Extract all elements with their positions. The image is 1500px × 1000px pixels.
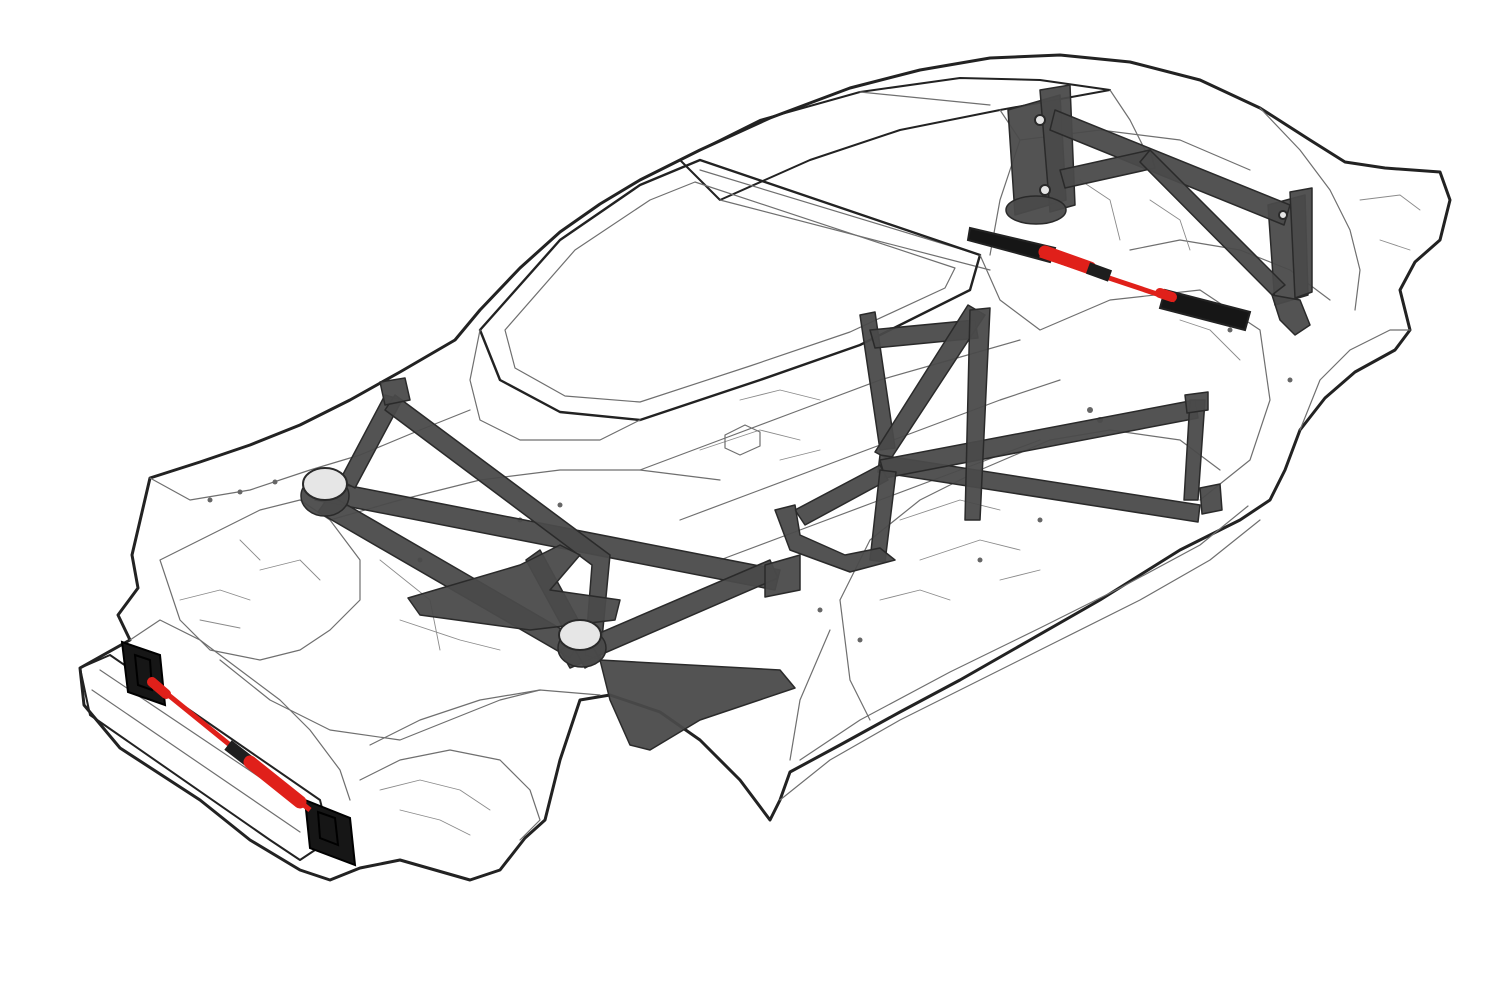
rear-brace-end-plate — [1199, 483, 1223, 515]
rear-subframe-brace-icon — [774, 304, 1223, 573]
rear-tower-left-foot — [1005, 195, 1067, 225]
rear-strut-bar-icon — [966, 226, 1252, 332]
bushing-top — [558, 619, 602, 651]
front-door-lower — [789, 599, 871, 761]
engine-bay-detail — [179, 539, 501, 651]
rear-deck-edge — [1259, 107, 1361, 311]
rear-brace-beam — [964, 307, 991, 521]
body-detail-holes — [207, 327, 1293, 643]
rear-brace-end-plate — [1184, 391, 1209, 414]
hole — [237, 489, 243, 495]
front-bar-red-end — [147, 677, 171, 699]
left-sill — [369, 689, 601, 746]
car-body-shell-outline — [78, 53, 1452, 882]
rear-tower-brace-icon — [1005, 84, 1313, 336]
floor-ribs — [699, 389, 1041, 601]
hole — [1287, 377, 1293, 383]
rear-bar-red-sleeve — [1038, 245, 1097, 275]
rear-quarter-detail — [1079, 179, 1421, 361]
front-brace-end-tab — [764, 554, 801, 598]
engine-bay-floor — [219, 659, 541, 741]
front-bumper-beam — [79, 654, 331, 861]
hole — [977, 557, 983, 563]
hole — [272, 479, 278, 485]
rear-brace-beam — [879, 399, 1199, 479]
hole — [1227, 327, 1233, 333]
rear-brace-u-bracket — [774, 504, 896, 573]
hole — [857, 637, 863, 643]
transmission-tunnel — [639, 339, 1021, 471]
hole — [1037, 517, 1043, 523]
right-door-opening — [979, 254, 1271, 501]
hole — [817, 607, 823, 613]
seat-mount-block — [724, 424, 761, 456]
rear-bar-red-end — [1155, 288, 1177, 302]
rear-tower-bolt — [1034, 114, 1046, 126]
rear-tower-diagonal — [1059, 149, 1156, 189]
rear-tower-diagonal — [1139, 149, 1286, 296]
left-a-pillar — [469, 329, 641, 441]
rear-bar-black-collar — [1085, 262, 1113, 282]
right-sill — [779, 519, 1261, 801]
rear-bar-left-mount — [966, 226, 1057, 264]
rear-tower-bolt — [1039, 184, 1051, 196]
body-outer-silhouette — [78, 53, 1452, 882]
right-front-tower-detail — [379, 779, 491, 836]
rear-tower-right-flange — [1289, 187, 1313, 299]
right-front-strut-tower — [359, 749, 541, 841]
rear-tower-cross-bar — [1049, 109, 1291, 226]
hole — [1087, 407, 1093, 413]
bushing-top — [302, 467, 348, 501]
front-subframe-brace-icon — [300, 377, 801, 751]
front-brace-bushing-right — [557, 619, 607, 668]
front-brace-end-tab — [379, 377, 411, 406]
rear-tower-right-hook — [1271, 294, 1311, 336]
hole — [557, 502, 563, 508]
engine-bay-rim — [159, 499, 361, 661]
rear-tower-bolt — [1278, 210, 1288, 220]
front-brace-lower-plate — [599, 659, 796, 751]
front-strut-bar-icon — [120, 640, 357, 867]
rear-brace-beam — [794, 464, 889, 526]
front-bar-red-sleeve — [243, 755, 307, 809]
front-brace-bushing-left — [300, 467, 350, 517]
windshield-inner-edge — [504, 181, 956, 403]
front-bar-right-plate-tab — [316, 810, 340, 847]
right-sill-inner — [799, 505, 1249, 761]
radiator-support — [129, 619, 351, 801]
front-brace-lower-plate — [407, 544, 621, 631]
windshield-frame — [478, 158, 982, 422]
rear-bar-right-mount — [1158, 288, 1252, 332]
hole — [207, 497, 213, 503]
rear-wheel-arch — [1299, 329, 1411, 431]
